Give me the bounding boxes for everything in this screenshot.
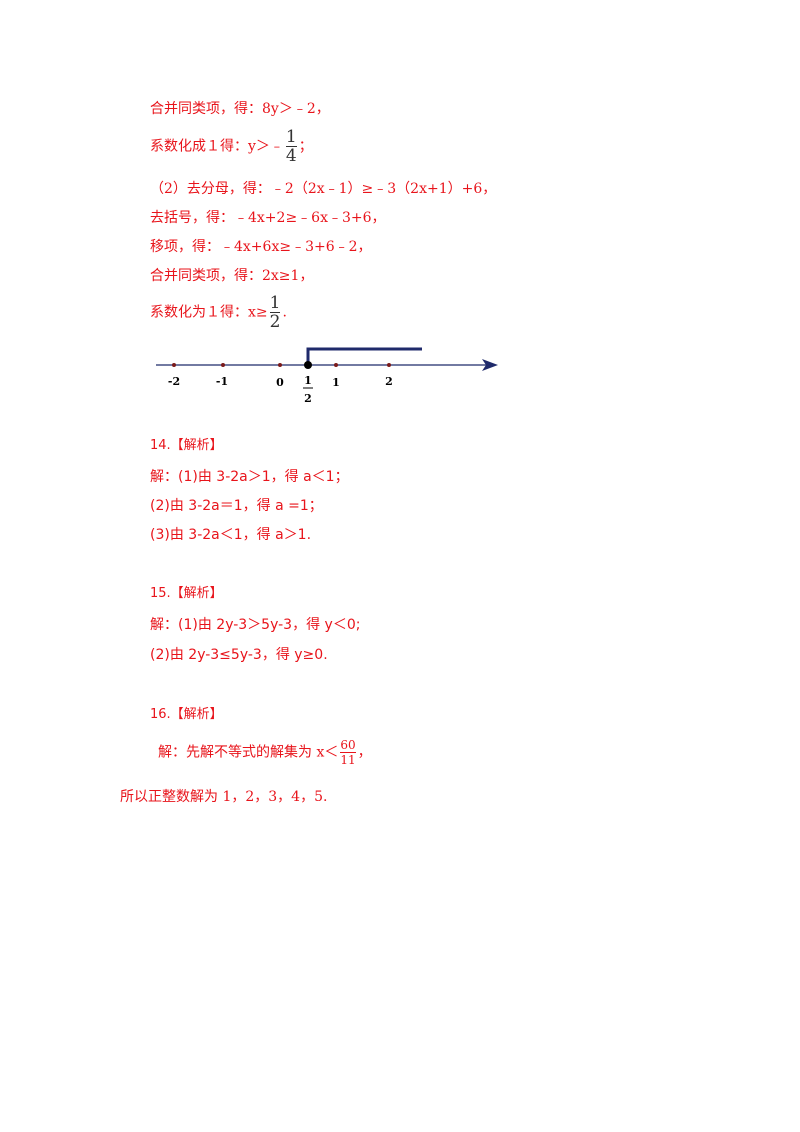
- tick-label-neg1: -1: [216, 375, 228, 388]
- fraction-bar: [340, 752, 356, 753]
- tick-dot-2: [387, 363, 391, 367]
- fraction-numerator: 1: [269, 293, 281, 313]
- step-remove-denominator: （2）去分母，得：﹣2（2x﹣1）≥﹣3（2x+1）+6，: [150, 181, 497, 197]
- fraction-bar: [285, 146, 297, 147]
- number-line-diagram: -2 -1 0 1 2 1 2: [156, 347, 498, 405]
- q16-line-2: 所以正整数解为 1，2，3，4，5.: [120, 789, 328, 805]
- q16-line-1-suffix: ，: [357, 744, 372, 761]
- fraction-denominator: 2: [269, 312, 281, 332]
- tick-dot-neg1: [221, 363, 225, 367]
- q14-line-2: (2)由 3-2a＝1，得 a =1；: [150, 498, 323, 514]
- q15-line-2: (2)由 2y-3≤5y-3，得 y≥0.: [150, 647, 328, 663]
- step-coefficient-1-text: 系数化成１得：y＞﹣: [150, 138, 284, 155]
- tick-label-0: 0: [276, 376, 284, 389]
- q14-heading: 14.【解析】: [150, 438, 223, 453]
- step-move-terms: 移项，得：﹣4x+6x≥﹣3+6﹣2，: [150, 239, 372, 255]
- fraction-numerator: 1: [285, 127, 297, 147]
- q14-line-3: (3)由 3-2a＜1，得 a＞1.: [150, 527, 312, 543]
- tick-dot-1: [334, 363, 338, 367]
- solid-point-one-half: [304, 361, 312, 369]
- q16-line-1-text: 解：先解不等式的解集为 x＜: [158, 744, 339, 761]
- tick-label-neg2: -2: [168, 375, 180, 388]
- tick-dot-neg2: [172, 363, 176, 367]
- q15-heading: 15.【解析】: [150, 586, 223, 601]
- step-combine-like-terms-2: 合并同类项，得：2x≥1，: [150, 268, 314, 284]
- q16-heading: 16.【解析】: [150, 707, 223, 722]
- fraction-denominator: 11: [340, 753, 356, 767]
- tick-label-half-denominator: 2: [304, 392, 312, 405]
- solution-ray: [306, 347, 422, 365]
- fraction-bar: [269, 312, 281, 313]
- fraction-numerator: 60: [340, 738, 356, 752]
- step-coefficient-2-suffix: .: [282, 304, 287, 321]
- tick-label-half-numerator: 1: [304, 374, 312, 387]
- q14-line-1: 解：(1)由 3-2a＞1，得 a＜1；: [150, 469, 349, 485]
- step-remove-brackets: 去括号，得：﹣4x+2≥﹣6x﹣3+6，: [150, 210, 386, 226]
- step-coefficient-2-text: 系数化为１得：x≥: [150, 304, 268, 321]
- axis-arrow-icon: [482, 359, 498, 371]
- tick-dot-0: [278, 363, 282, 367]
- tick-label-1: 1: [332, 376, 340, 389]
- step-coefficient-1-suffix: ；: [298, 138, 313, 155]
- tick-label-2: 2: [385, 375, 393, 388]
- fraction-denominator: 4: [285, 146, 297, 166]
- q15-line-1: 解：(1)由 2y-3＞5y-3，得 y＜0;: [150, 617, 361, 633]
- step-combine-like-terms-1: 合并同类项，得：8y＞﹣2，: [150, 101, 330, 117]
